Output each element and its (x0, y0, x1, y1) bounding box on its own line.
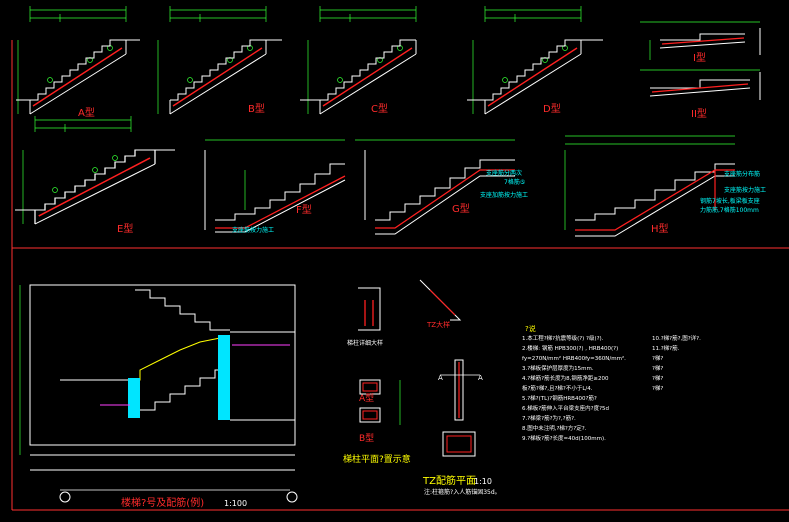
section-title: 楼梯?号及配筋(例) (121, 496, 204, 509)
notes-line: 3.?梯板保护层厚度为15mm. (522, 364, 594, 372)
annotation-g-note2: 7格筋⑤ (504, 178, 525, 186)
annotation-h-note2: 支座筋按力施工 (724, 186, 766, 194)
general-notes: ?说 1.本工程?梯?抗震等级(?) ?级(?). 2.楼梯: 钢筋 HPB300… (522, 324, 701, 442)
stair-type-a (16, 5, 140, 115)
stair-type-f (204, 139, 346, 233)
stair-label-g: G型 (452, 202, 470, 215)
annotation-g-note1: 支座筋分两次 (486, 169, 522, 177)
section-scale: 1:100 (224, 499, 247, 508)
stair-label-e: E型 (117, 222, 133, 235)
notes-right-line: ?梯? (652, 354, 663, 362)
stair-label-ii: II型 (691, 107, 707, 120)
notes-line: 1.本工程?梯?抗震等级(?) ?级(?). (522, 334, 604, 342)
stair-label-h: H型 (651, 222, 669, 235)
column-detail (358, 279, 480, 457)
stair-label-f: F型 (296, 203, 312, 216)
notes-right-line: 10.?梯?筋?,图?详?. (652, 334, 701, 342)
cut-mark-a2: A (478, 374, 483, 382)
notes-line: 4.?梯筋?筋长度为8,钢筋净距≥200 (522, 374, 609, 382)
annotation-h-note1: 支座筋分布筋 (724, 170, 760, 178)
stair-type-c (300, 5, 417, 115)
notes-line: 5.?梯?(TL)?钢筋HRB400?筋? (522, 394, 597, 402)
column-plan-title: 梯柱平面?置示意 (343, 453, 411, 465)
notes-line: fy=270N/mm² HRB400fy=360N/mm². (522, 355, 626, 362)
cut-mark-a: A (438, 374, 443, 382)
stair-section (19, 284, 298, 503)
tz-detail-title: TZ配筋平面 (422, 474, 476, 487)
notes-line: 8.图中未注明,?梯?方?定?. (522, 424, 587, 432)
notes-right-line: 11.?梯?筋. (652, 344, 680, 352)
annotation-f-support: 支座筋按力施工 (232, 226, 274, 234)
stair-type-ii-detail (640, 69, 761, 100)
notes-right-line: ?梯? (652, 364, 663, 372)
stair-type-g (355, 139, 515, 235)
stair-type-b (157, 5, 282, 115)
notes-line: 2.楼梯: 钢筋 HPB300(?) , HRB400(?) (522, 344, 618, 352)
tz-detail-note: 注:柱箍筋?入人筋锚固35d。 (424, 488, 501, 496)
tz-detail-scale: 1:10 (474, 477, 492, 486)
notes-right-line: ?梯? (652, 384, 663, 392)
stair-type-e (15, 115, 175, 225)
annotation-h-note4: 力筋筋,7格筋100mm (700, 206, 759, 214)
notes-line: 9.?梯板?筋?长度=40d(100mm). (522, 434, 606, 442)
notes-line: 6.梯板?筋伸入平台梁支座内?度?5d (522, 404, 609, 412)
column-b-label: B型 (359, 433, 374, 444)
notes-right-line: ?梯? (652, 374, 663, 382)
stair-type-i-detail (640, 21, 761, 60)
stair-label-d: D型 (543, 102, 561, 115)
column-a-label: A型 (359, 393, 374, 404)
stair-label-i: I型 (693, 51, 706, 64)
column-detail-title: 梯柱详细大样 (347, 339, 383, 347)
notes-line: 板?筋?梯?,且?梯?不小于L/4. (522, 384, 593, 392)
annotation-h-note3: 钢筋7坡长,板梁板支座 (700, 197, 760, 205)
notes-line: 7.?梯梁?筋?为?,?筋?. (522, 414, 576, 422)
tz-section-mark: TZ大样 (426, 320, 450, 329)
annotation-g-support: 支座加筋按力施工 (480, 191, 528, 199)
notes-heading: ?说 (525, 324, 536, 333)
stair-label-c: C型 (371, 102, 388, 115)
stair-label-b: B型 (248, 102, 265, 115)
stair-type-d (467, 5, 603, 115)
stair-type-h (564, 135, 735, 237)
stair-label-a: A型 (78, 106, 95, 119)
